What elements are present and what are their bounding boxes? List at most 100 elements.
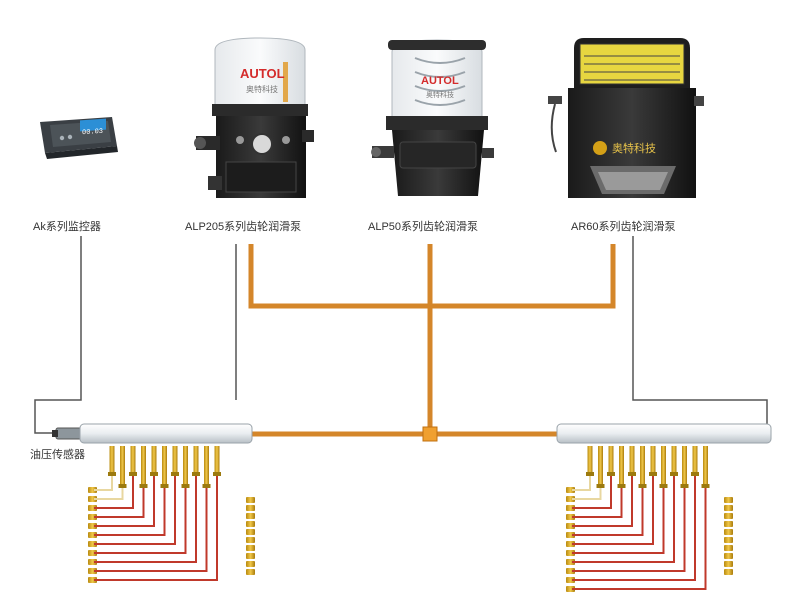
left-outlet-fittings	[88, 446, 255, 583]
outlet-fitting	[640, 446, 645, 484]
oil-junction-block	[422, 426, 438, 442]
monitor-signal-line	[34, 236, 82, 434]
pipe-end-fitting	[246, 569, 255, 575]
outlet-fitting	[172, 446, 178, 472]
pipe-end-fitting	[724, 505, 733, 511]
pipe-end-fitting	[88, 505, 97, 511]
outlet-fitting	[682, 446, 687, 484]
outlet-fitting	[141, 446, 146, 484]
pipe-end-fitting	[566, 541, 575, 547]
branch-pipe	[572, 488, 665, 554]
outlet-nut	[628, 472, 636, 476]
pipe-end-fitting	[724, 537, 733, 543]
branch-pipe	[94, 476, 197, 563]
pipe-end-fitting	[246, 561, 255, 567]
pipe-end-fitting	[724, 545, 733, 551]
outlet-fitting	[703, 446, 708, 484]
outlet-fitting	[598, 446, 603, 484]
right-distributor-rail	[556, 423, 772, 444]
branch-pipe	[572, 488, 686, 572]
branch-pipe	[572, 488, 623, 518]
branch-pipe	[94, 488, 145, 518]
branch-pipe	[572, 476, 612, 509]
ar60-pump: 奥特科技	[548, 38, 704, 198]
outlet-nut	[150, 472, 158, 476]
outlet-fitting	[661, 446, 666, 484]
alp50-pump: AUTOL 奥特科技	[371, 39, 494, 196]
pipe-end-fitting	[566, 577, 575, 583]
pipe-end-fitting	[724, 561, 733, 567]
pipe-end-fitting	[724, 553, 733, 559]
pipe-end-fitting	[246, 521, 255, 527]
outlet-fitting	[671, 446, 677, 472]
pipe-end-fitting	[246, 545, 255, 551]
outlet-fitting	[151, 446, 157, 472]
pipe-end-fitting	[566, 550, 575, 556]
outlet-nut	[139, 484, 148, 488]
outlet-fitting	[619, 446, 624, 484]
pipe-end-fitting	[88, 487, 97, 493]
outlet-nut	[691, 472, 699, 476]
branch-pipe	[94, 476, 155, 527]
alp50-label: ALP50系列齿轮润滑泵	[368, 221, 479, 233]
outlet-fitting	[183, 446, 188, 484]
right-outlet-pipes	[572, 476, 707, 590]
outlet-nut	[129, 472, 137, 476]
outlet-fitting	[130, 446, 136, 472]
pipe-end-fitting	[88, 532, 97, 538]
right-distributor	[556, 423, 772, 592]
pipe-end-fitting	[88, 559, 97, 565]
outlet-nut	[680, 484, 689, 488]
outlet-fitting	[629, 446, 635, 472]
alp205-brand-logo: AUTOL	[240, 66, 285, 81]
outlet-nut	[213, 472, 221, 476]
outlet-fitting	[204, 446, 209, 484]
pipe-end-fitting	[724, 569, 733, 575]
left-distributor	[52, 423, 255, 583]
pipe-end-fitting	[88, 550, 97, 556]
branch-pipe	[572, 476, 654, 545]
pipe-end-fitting	[566, 514, 575, 520]
outlet-nut	[171, 472, 179, 476]
pipe-end-fitting	[566, 505, 575, 511]
branch-pipe	[94, 476, 176, 545]
outlet-fitting	[650, 446, 656, 472]
outlet-nut	[617, 484, 626, 488]
ar60-oil-line	[430, 244, 616, 309]
pipe-end-fitting	[88, 496, 97, 502]
outlet-nut	[160, 484, 169, 488]
pipe-end-fitting	[88, 514, 97, 520]
monitor-screen	[80, 118, 106, 132]
outlet-nut	[586, 472, 594, 476]
pipe-end-fitting	[246, 529, 255, 535]
pipe-end-fitting	[566, 496, 575, 502]
pipe-end-fitting	[724, 529, 733, 535]
alp205-oil-line	[248, 244, 430, 309]
ar60-signal-line	[632, 236, 768, 425]
pipe-end-fitting	[88, 568, 97, 574]
ar60-label: AR60系列齿轮润滑泵	[571, 221, 676, 233]
pipe-end-fitting	[566, 487, 575, 493]
pipe-end-fitting	[246, 513, 255, 519]
outlet-nut	[108, 472, 116, 476]
ar60-logo-badge	[593, 141, 607, 155]
branch-pipe	[572, 488, 707, 590]
pipe-end-fitting	[88, 541, 97, 547]
pipe-end-fitting	[566, 559, 575, 565]
alp205-pump: AUTOL 奥特科技	[194, 37, 314, 198]
outlet-fitting	[587, 446, 593, 472]
outlet-nut	[192, 472, 200, 476]
monitor-display-text: 00.03	[82, 128, 103, 137]
outlet-nut	[596, 484, 605, 488]
outlet-nut	[638, 484, 647, 488]
outlet-nut	[607, 472, 615, 476]
pipe-end-fitting	[724, 497, 733, 503]
alp205-label: ALP205系列齿轮润滑泵	[185, 221, 302, 233]
ar60-brand-cn: 奥特科技	[612, 141, 656, 155]
pipe-end-fitting	[88, 523, 97, 529]
branch-pipe	[572, 476, 675, 563]
oil-lines	[248, 244, 616, 437]
pipe-end-fitting	[724, 513, 733, 519]
outlet-fitting	[120, 446, 125, 484]
